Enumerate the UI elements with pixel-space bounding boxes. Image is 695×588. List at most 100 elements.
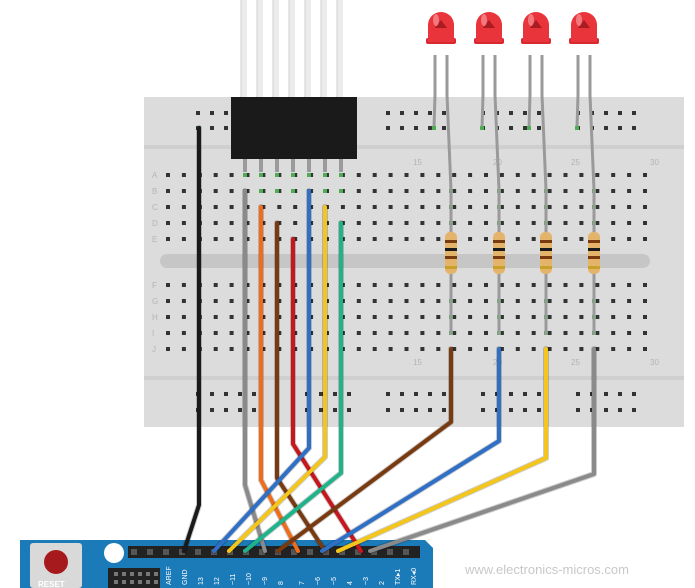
breadboard-hole [213,283,218,287]
pin-label-13: 2 [379,581,386,585]
breadboard-hole [515,315,520,319]
breadboard-hole [213,347,218,351]
wire-black [182,126,201,553]
rail-hole [509,111,513,115]
breadboard-hole [484,189,488,193]
breadboard-hole [404,299,409,303]
breadboard-hole [420,189,425,193]
rail-hole [537,408,541,412]
breadboard-hole [627,221,632,225]
mounting-hole [104,543,124,563]
breadboard-hole [468,347,473,351]
breadboard-hole [452,173,457,177]
breadboard-hole [261,347,266,351]
breadboard-hole [388,173,393,177]
breadboard-hole [436,221,441,225]
breadboard-hole [611,283,616,287]
breadboard-hole [547,347,552,351]
breadboard-hole [547,205,552,209]
breadboard-hole [277,205,282,209]
rail-hole [400,392,404,396]
breadboard-hole [515,205,520,209]
breadboard-hole [181,331,186,335]
rail-hole [400,408,404,412]
breadboard-hole [531,283,536,287]
breadboard-hole [277,299,282,303]
breadboard-hole [356,237,361,241]
breadboard-hole [356,283,361,287]
breadboard-hole [452,221,457,225]
header-pin [259,549,265,555]
breadboard-hole [277,315,282,319]
breadboard-hole [293,237,298,241]
breadboard-hole [579,331,584,335]
breadboard-hole [166,299,170,303]
ribbon-strand [321,0,327,100]
breadboard-hole [468,331,473,335]
breadboard-hole [293,299,298,303]
breadboard-hole [181,237,186,241]
reset-button[interactable] [44,550,68,574]
row-label-h: H [152,313,158,322]
breadboard-hole [531,299,536,303]
breadboard-hole [611,315,616,319]
breadboard-hole [213,331,218,335]
rail-hole [604,408,608,412]
icsp-pin [138,572,142,576]
wire-gray-left [243,189,267,553]
breadboard-hole [436,189,441,193]
breadboard-hole [229,237,234,241]
breadboard-hole [309,221,314,225]
wire-blue-right [320,347,501,553]
resistor-band [540,240,552,243]
breadboard-hole [515,189,520,193]
breadboard-hole [404,315,409,319]
breadboard-hole-active [339,189,343,193]
rail-hole [238,392,242,396]
breadboard-hole-active [259,189,263,193]
watermark: www.electronics-micros.com [464,562,629,577]
rail-hole [523,111,527,115]
header-pin [371,549,377,555]
breadboard-hole [420,315,425,319]
breadboard-hole [372,189,377,193]
rail-hole [414,111,418,115]
breadboard-hole [245,315,250,319]
breadboard-hole [229,221,234,225]
breadboard-hole [181,205,186,209]
breadboard-hole-active [323,189,327,193]
ic-pin [243,158,247,172]
breadboard-hole [547,299,552,303]
rail-hole [252,392,256,396]
breadboard-hole [229,331,234,335]
breadboard-hole [229,283,234,287]
breadboard-hole [468,237,473,241]
breadboard-hole [261,189,266,193]
wire-yellow-right [336,347,548,553]
led-anode-leg [445,55,453,191]
breadboard-hole [499,173,504,177]
rail-hole [509,408,513,412]
rail-hole [386,408,390,412]
breadboard-hole [420,299,425,303]
breadboard-hole [643,347,647,351]
breadboard-hole [627,283,632,287]
breadboard-hole [627,299,632,303]
breadboard-hole [452,331,457,335]
breadboard-hole [372,331,377,335]
pin-label-12: ~3 [363,577,370,585]
breadboard-hole [245,205,250,209]
breadboard-hole [277,347,282,351]
breadboard-hole [166,283,170,287]
breadboard-hole [404,189,409,193]
icsp-header [108,568,160,588]
breadboard-hole [515,299,520,303]
breadboard-hole [452,283,457,287]
rail-hole [523,126,527,130]
row-label-e: E [152,235,157,244]
rail-hole [481,392,485,396]
resistor-band [588,256,600,259]
resistor-band [445,266,457,269]
ribbon-strand [305,0,311,100]
